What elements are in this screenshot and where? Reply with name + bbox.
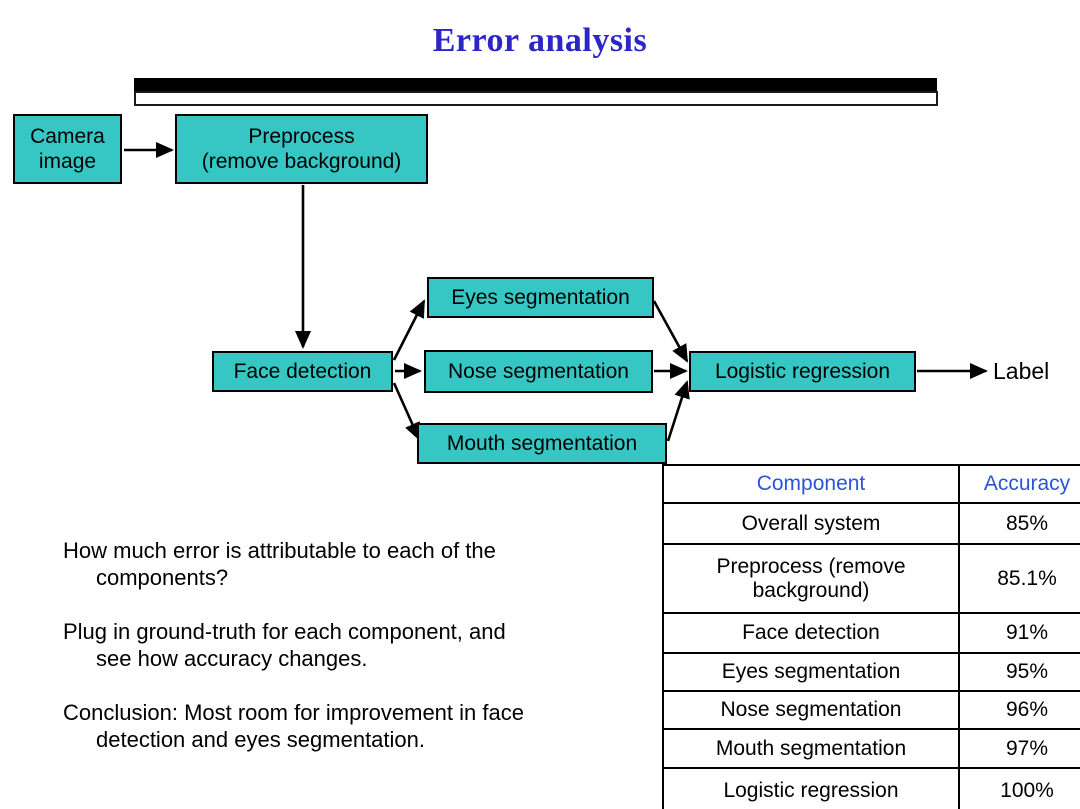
- node-preprocess: Preprocess (remove background): [175, 114, 428, 184]
- note-question-line1: How much error is attributable to each o…: [63, 538, 496, 563]
- table-header-row: Component Accuracy: [662, 464, 1080, 504]
- cell-component: Mouth segmentation: [662, 728, 960, 769]
- cell-component: Nose segmentation: [662, 690, 960, 730]
- cell-component: Logistic regression: [662, 767, 960, 809]
- table-row: Mouth segmentation 97%: [662, 728, 1080, 769]
- output-label-text: Label: [993, 358, 1050, 384]
- node-camera-image: Camera image: [13, 114, 122, 184]
- note-conclusion-line2: detection and eyes segmentation.: [96, 727, 426, 752]
- node-nose-segmentation: Nose segmentation: [424, 350, 653, 393]
- page-title: Error analysis: [432, 22, 648, 59]
- note-question: How much error is attributable to each o…: [63, 537, 593, 591]
- note-method-line2: see how accuracy changes.: [96, 646, 368, 671]
- cell-accuracy: 91%: [958, 612, 1080, 654]
- note-question-line2: components?: [96, 565, 229, 590]
- divider-bar-white: [134, 91, 938, 106]
- table-row: Logistic regression 100%: [662, 767, 1080, 809]
- divider-bar-black: [134, 78, 937, 91]
- node-preprocess-line1: Preprocess: [248, 124, 355, 148]
- table-row: Preprocess (remove background) 85.1%: [662, 543, 1080, 614]
- column-header-accuracy: Accuracy: [958, 464, 1080, 504]
- node-preprocess-line2: (remove background): [201, 150, 402, 173]
- table-row: Nose segmentation 96%: [662, 690, 1080, 730]
- arrow-face-to-eyes: [392, 299, 426, 361]
- arrow-mouth-to-logistic: [666, 380, 690, 442]
- node-logistic-regression: Logistic regression: [689, 351, 916, 392]
- table-row: Overall system 85%: [662, 502, 1080, 545]
- cell-accuracy: 85%: [958, 502, 1080, 545]
- node-face-detection: Face detection: [212, 351, 393, 392]
- cell-accuracy: 95%: [958, 652, 1080, 692]
- note-method: Plug in ground-truth for each component,…: [63, 618, 593, 672]
- arrow-face-to-mouth: [392, 382, 421, 441]
- node-nose-label: Nose segmentation: [448, 359, 629, 383]
- table-row: Eyes segmentation 95%: [662, 652, 1080, 692]
- cell-accuracy: 96%: [958, 690, 1080, 730]
- node-eyes-segmentation: Eyes segmentation: [427, 277, 654, 318]
- node-mouth-segmentation: Mouth segmentation: [417, 423, 667, 464]
- cell-component: Preprocess (remove background): [662, 543, 960, 614]
- node-logistic-label: Logistic regression: [714, 359, 891, 383]
- node-camera-line1: Camera: [30, 124, 105, 148]
- node-mouth-label: Mouth segmentation: [446, 431, 638, 455]
- cell-component: Eyes segmentation: [662, 652, 960, 692]
- cell-accuracy: 85.1%: [958, 543, 1080, 614]
- note-conclusion-line1: Conclusion: Most room for improvement in…: [63, 700, 524, 725]
- cell-accuracy: 97%: [958, 728, 1080, 769]
- node-face-label: Face detection: [233, 359, 372, 383]
- note-method-line1: Plug in ground-truth for each component,…: [63, 619, 506, 644]
- note-conclusion: Conclusion: Most room for improvement in…: [63, 699, 593, 753]
- node-eyes-label: Eyes segmentation: [451, 285, 630, 309]
- accuracy-table: Component Accuracy Overall system 85% Pr…: [662, 464, 1080, 809]
- cell-accuracy: 100%: [958, 767, 1080, 809]
- table-row: Face detection 91%: [662, 612, 1080, 654]
- node-camera-line2: image: [38, 150, 97, 173]
- arrow-eyes-to-logistic: [652, 300, 689, 363]
- column-header-component: Component: [662, 464, 960, 504]
- cell-component: Face detection: [662, 612, 960, 654]
- cell-component: Overall system: [662, 502, 960, 545]
